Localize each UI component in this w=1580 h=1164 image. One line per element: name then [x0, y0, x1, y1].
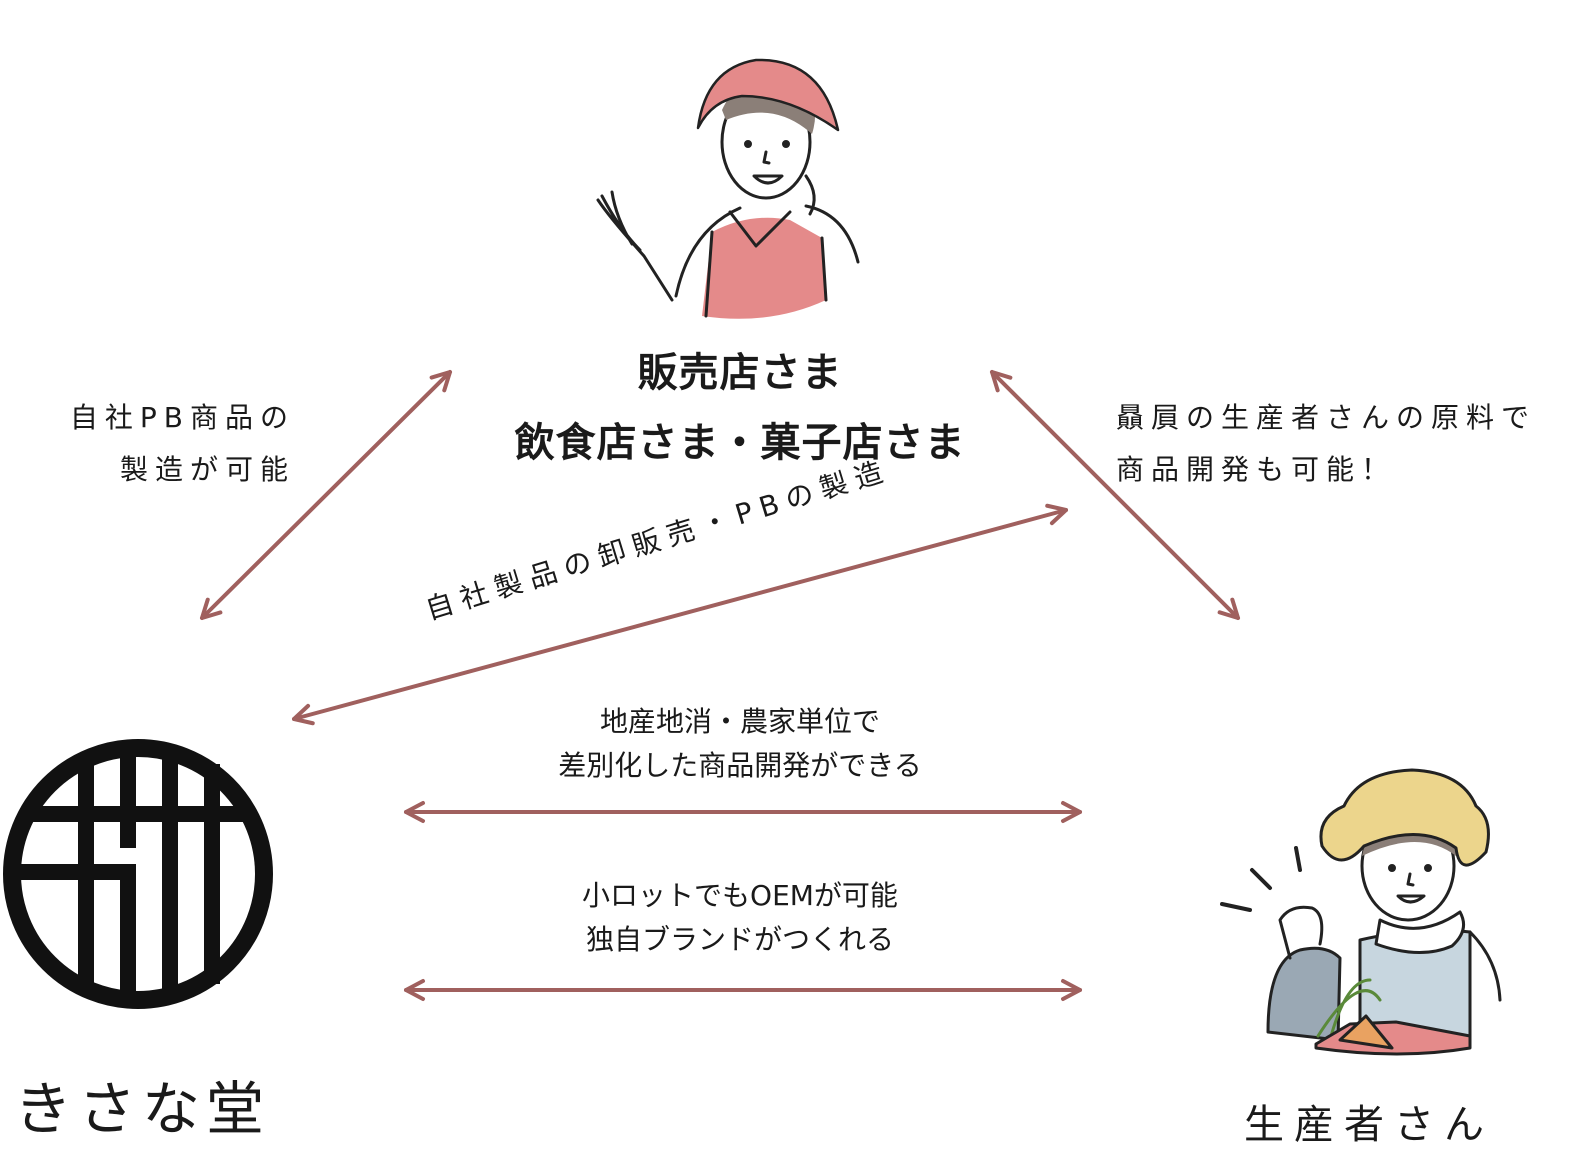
benefit-label: 地産地消・農家単位で 差別化した商品開発ができる — [480, 700, 1000, 788]
note-line: 贔屓の生産者さんの原料で — [1116, 401, 1537, 434]
benefit-label: 小ロットでもOEMが可能 独自ブランドがつくれる — [480, 874, 1000, 962]
kisanado-logo — [3, 739, 273, 1009]
local-producer-note: 贔屓の生産者さんの原料で 商品開発も可能！ — [1116, 392, 1536, 496]
arrow-retail-producer — [990, 370, 1240, 620]
note-line: 製造が可能 — [119, 453, 295, 486]
arrow-brand-retail — [200, 370, 452, 620]
retailer-title: 販売店さま 飲食店さま・菓子店さま — [480, 338, 1000, 478]
benefit-line: 独自ブランドがつくれる — [585, 923, 894, 956]
arrow-diagonal-wholesale — [292, 503, 1068, 726]
retailer-title-line: 飲食店さま・菓子店さま — [514, 420, 966, 466]
note-line: 自社PB商品の — [69, 401, 295, 434]
benefit-line: 差別化した商品開発ができる — [558, 749, 922, 782]
farmer-illustration — [1220, 768, 1502, 1056]
retailer-title-line: 販売店さま — [637, 350, 843, 396]
pb-manufacturing-note: 自社PB商品の 製造が可能 — [40, 392, 295, 496]
note-line: 商品開発も可能！ — [1116, 453, 1397, 486]
benefit-line: 小ロットでもOEMが可能 — [582, 879, 898, 912]
brand-name: きさな堂 — [14, 1075, 271, 1143]
benefit-line: 地産地消・農家単位で — [599, 705, 880, 738]
shopkeeper-illustration — [596, 58, 860, 319]
producer-name: 生産者さん — [1244, 1102, 1494, 1148]
